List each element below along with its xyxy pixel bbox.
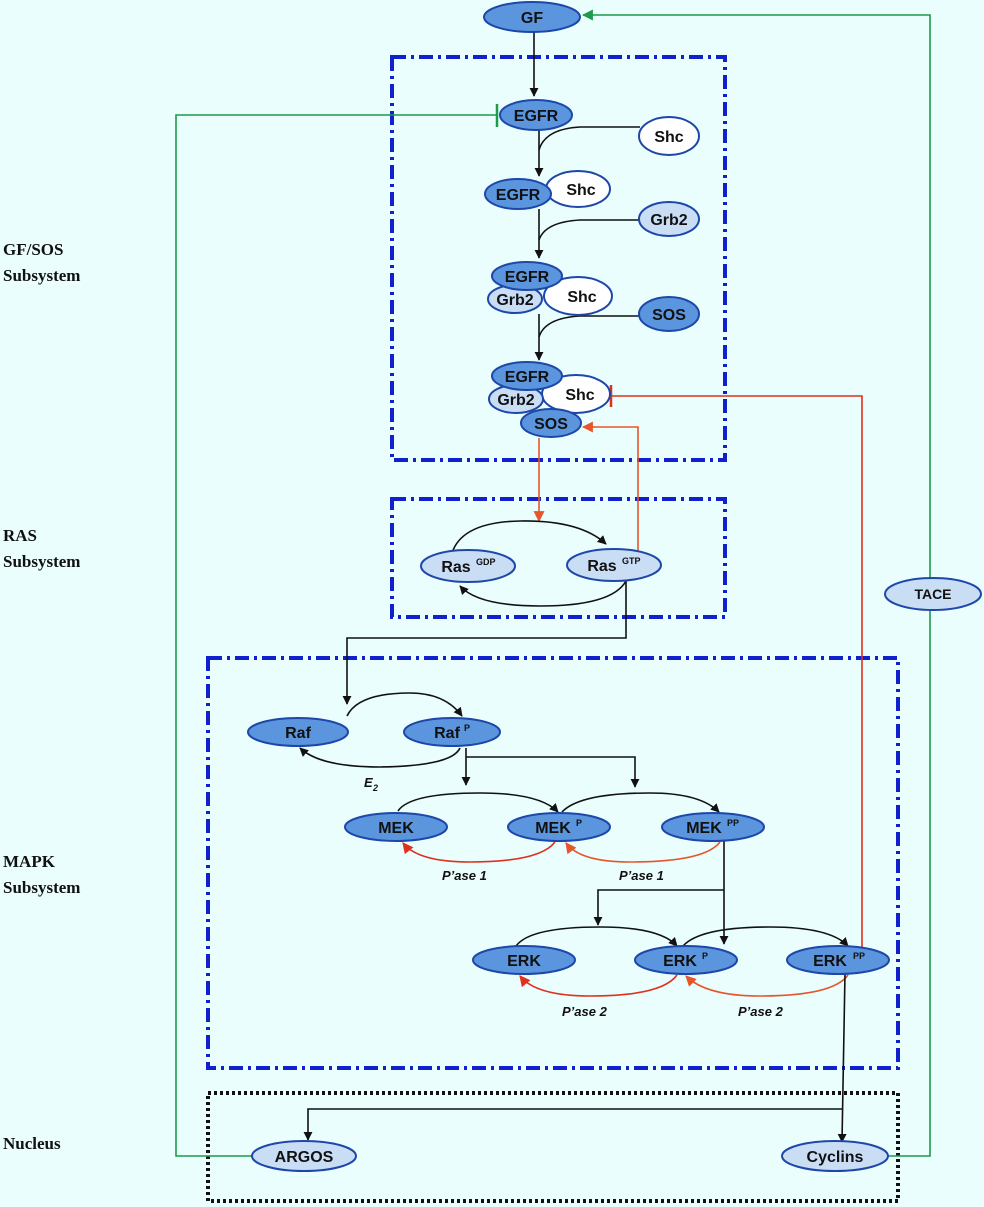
svg-text:EGFR: EGFR: [514, 108, 559, 125]
svg-text:MEK: MEK: [378, 820, 414, 837]
edge-raf-rafp: [346, 692, 463, 717]
label-e2: E: [364, 775, 373, 790]
svg-text:ERK: ERK: [507, 953, 541, 970]
node-egfr-shc-grb2-sos-complex: EGFR Grb2 Shc SOS: [488, 361, 611, 438]
edge-rafp-mek2: [466, 756, 640, 788]
edge-rasgtp-sos-feedback: [581, 421, 639, 551]
edge-rasgdp-rasgtp: [451, 520, 607, 554]
gf-sos-label-line2: Subsystem: [3, 266, 80, 285]
svg-text:MEK: MEK: [686, 820, 722, 837]
node-mek-pp: MEK PP: [661, 812, 765, 842]
node-shc: Shc: [638, 116, 700, 156]
node-erk-p: ERK P: [634, 945, 738, 975]
edge-mekp-mekpp: [561, 792, 720, 813]
node-ras-gdp: Ras GDP: [420, 549, 516, 583]
svg-text:P: P: [464, 723, 470, 733]
edge-erkpp-argos: [303, 1108, 842, 1141]
node-egfr-shc-grb2-complex: EGFR Grb2 Shc: [487, 261, 613, 316]
node-tace: TACE: [884, 577, 982, 611]
edge-erkpp-cyclins: [837, 972, 847, 1143]
edge-grb2-join: [538, 219, 640, 241]
mapk-label-line1: MAPK: [3, 852, 56, 871]
node-erk: ERK: [472, 945, 576, 975]
edge-mekpp-erk1: [593, 889, 724, 926]
svg-text:Ras: Ras: [441, 559, 470, 576]
ras-subsystem-box: [390, 497, 727, 619]
svg-text:TACE: TACE: [914, 586, 951, 602]
edge-rafp-raf: [299, 747, 461, 768]
edge-erkp-erk-phosphatase: [519, 974, 678, 997]
node-ras-gtp: Ras GTP: [566, 548, 662, 582]
svg-text:ERK: ERK: [663, 953, 697, 970]
gf-sos-label-line1: GF/SOS: [3, 240, 63, 259]
edge-erk-erkp: [515, 926, 678, 947]
edge-sos-join: [538, 315, 640, 338]
svg-text:Ras: Ras: [587, 558, 616, 575]
mapk-subsystem-box: [206, 656, 900, 1070]
svg-text:Cyclins: Cyclins: [807, 1149, 864, 1166]
svg-text:Shc: Shc: [654, 129, 683, 146]
svg-text:ERK: ERK: [813, 953, 847, 970]
edge-shc-join: [538, 126, 640, 151]
svg-text:SOS: SOS: [534, 416, 568, 433]
node-grb2: Grb2: [638, 201, 700, 237]
edge-argos-egfr-inhibition: [175, 114, 497, 1157]
svg-text:P: P: [576, 818, 582, 828]
nucleus-box: [206, 1091, 900, 1203]
node-mek-p: MEK P: [507, 812, 611, 842]
svg-text:Raf: Raf: [285, 725, 311, 742]
node-egfr-shc-complex: EGFR Shc: [484, 170, 611, 210]
ras-label-line2: Subsystem: [3, 552, 80, 571]
svg-text:Raf: Raf: [434, 725, 460, 742]
label-pase2-b: P’ase 2: [738, 1004, 784, 1019]
edge-mekp-mek-phosphatase: [402, 841, 556, 863]
svg-text:MEK: MEK: [535, 820, 571, 837]
svg-text:EGFR: EGFR: [505, 269, 550, 286]
svg-text:GDP: GDP: [476, 557, 496, 567]
svg-text:EGFR: EGFR: [496, 187, 541, 204]
edge-erkpp-erkp-phosphatase: [685, 974, 849, 997]
ras-label-line1: RAS: [3, 526, 37, 545]
edge-cyclins-gf-activation: [581, 9, 931, 1157]
label-pase1-a: P’ase 1: [442, 868, 487, 883]
svg-text:Grb2: Grb2: [650, 212, 687, 229]
node-raf: Raf: [247, 717, 349, 747]
svg-text:Shc: Shc: [566, 182, 595, 199]
svg-text:Shc: Shc: [565, 387, 594, 404]
edge-ras-raf: [342, 581, 627, 705]
node-raf-p: Raf P: [403, 717, 501, 747]
node-mek: MEK: [344, 812, 448, 842]
node-argos: ARGOS: [251, 1140, 357, 1172]
label-pase2-a: P’ase 2: [562, 1004, 608, 1019]
label-pase1-b: P’ase 1: [619, 868, 664, 883]
node-gf: GF: [483, 1, 581, 33]
mapk-label-line2: Subsystem: [3, 878, 80, 897]
edge-mekpp-mekp-phosphatase: [565, 841, 721, 863]
gf-sos-subsystem-box: [390, 55, 727, 462]
svg-text:GTP: GTP: [622, 556, 641, 566]
svg-text:P: P: [702, 951, 708, 961]
label-e2-sub: 2: [372, 783, 378, 793]
edge-rasgtp-rasgdp: [459, 580, 627, 607]
node-egfr: EGFR: [499, 99, 573, 131]
svg-text:Shc: Shc: [567, 289, 596, 306]
edge-erkpp-shc-inhibition: [611, 395, 863, 947]
edge-erkp-erkpp: [682, 926, 849, 947]
svg-text:GF: GF: [521, 10, 543, 27]
svg-text:Grb2: Grb2: [497, 392, 534, 409]
node-sos: SOS: [638, 296, 700, 332]
svg-text:PP: PP: [853, 951, 865, 961]
svg-text:EGFR: EGFR: [505, 369, 550, 386]
node-cyclins: Cyclins: [781, 1140, 889, 1172]
node-erk-pp: ERK PP: [786, 945, 890, 975]
svg-text:PP: PP: [727, 818, 739, 828]
nucleus-label: Nucleus: [3, 1134, 61, 1153]
svg-text:ARGOS: ARGOS: [275, 1149, 334, 1166]
svg-text:SOS: SOS: [652, 307, 686, 324]
edge-mek-mekp: [397, 792, 559, 813]
svg-text:Grb2: Grb2: [496, 292, 533, 309]
